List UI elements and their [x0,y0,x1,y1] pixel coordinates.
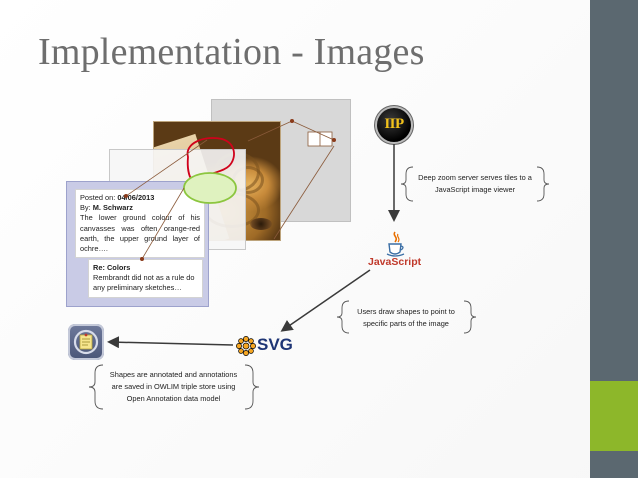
java-cup-icon [386,231,405,257]
author-line: By: M. Schwarz [80,203,133,213]
author-name: M. Schwarz [92,203,133,213]
accent-block [590,381,638,451]
arrow-svg-to-note [107,336,234,349]
posted-line: Posted on: 04/06/2013 [80,193,155,202]
iip-logo-icon: IIP [377,108,411,142]
svg-label: SVG [257,335,293,354]
reply-body: Rembrandt did not as a rule do any preli… [93,273,195,293]
painting-eye [250,218,272,230]
javascript-logo: JavaScript [366,224,426,272]
sticky-note-icon [68,324,104,360]
reply-title: Re: Colors [93,263,131,272]
svg-logo: SVG [236,334,296,358]
brace-right [463,300,477,334]
svg-logo-icon [236,336,256,356]
caption-draw-shapes: Users draw shapes to point to specific p… [357,307,455,328]
annotation-note[interactable]: Posted on: 04/06/2013 By: M. Schwarz The… [75,189,205,259]
slide-title: Implementation - Images [38,31,425,73]
posted-date: 04/06/2013 [117,193,155,202]
reply-note[interactable]: Re: Colors Rembrandt did not as a rule d… [88,259,203,298]
annotation-body: The lower ground colour of his canvasses… [80,213,200,254]
caption-annotated: Shapes are annotated and annotations are… [109,370,238,403]
javascript-label: JavaScript [368,256,422,268]
caption-deep-zoom: Deep zoom server serves tiles to a JavaS… [418,173,532,194]
brace-right [244,364,260,410]
